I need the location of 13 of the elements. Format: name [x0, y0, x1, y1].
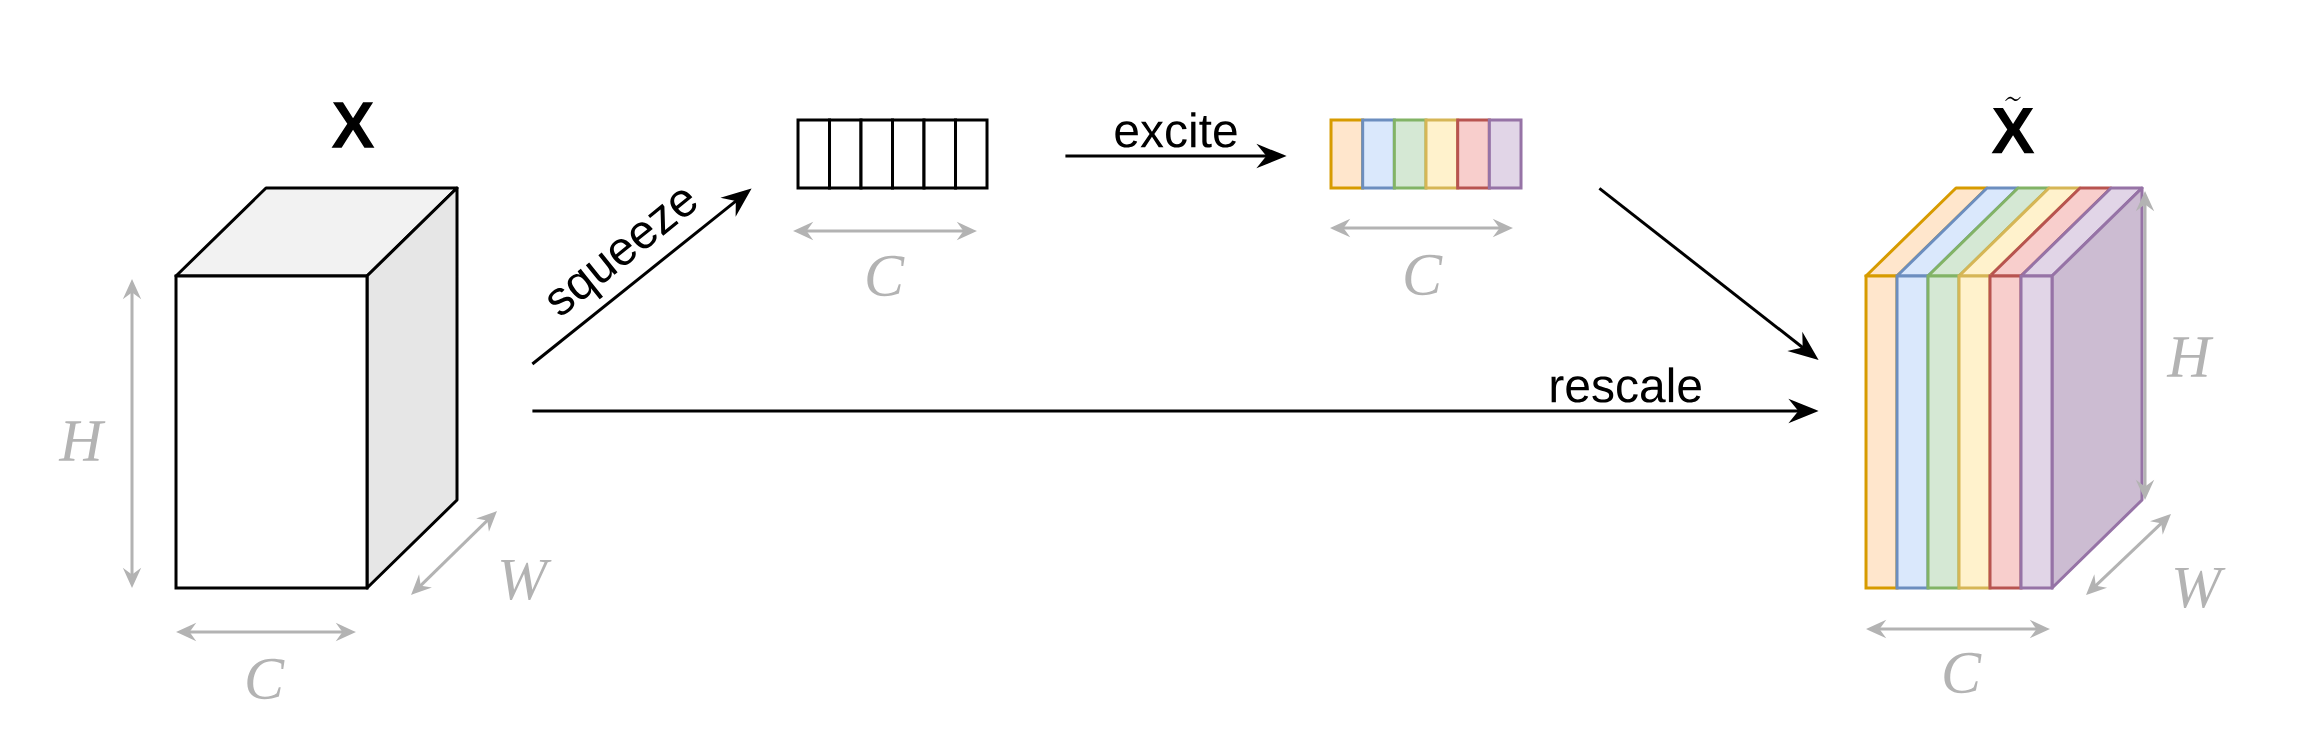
dimension-label: W	[2174, 567, 2226, 609]
edge-label: excite	[1115, 112, 1237, 148]
dimension-label: C	[1944, 652, 1982, 694]
dimension-label: C	[867, 255, 905, 297]
weighted-channel-vector	[1329, 118, 1523, 190]
dimension-label: C	[1405, 254, 1443, 296]
symbol-label: $\mathbf{X}$	[331, 102, 375, 148]
dimension-label: H	[58, 421, 106, 461]
dimension-label: C	[247, 658, 285, 700]
edge-label: rescale	[1551, 367, 1701, 403]
symbol-label: $\tilde{\mathbf{X}}$	[1991, 96, 2035, 154]
channel-vector	[796, 118, 989, 190]
dimension-label: W	[500, 559, 552, 601]
